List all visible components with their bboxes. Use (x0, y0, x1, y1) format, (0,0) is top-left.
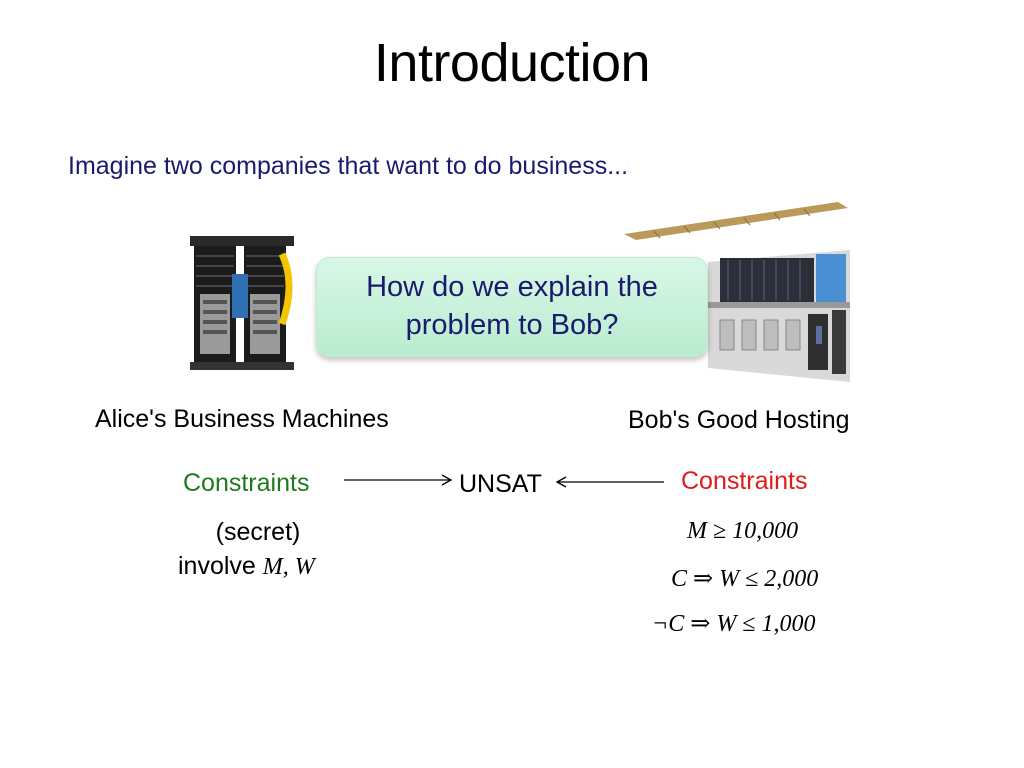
left-arrow-icon (555, 476, 664, 488)
bob-constraint-1: M ≥ 10,000 (687, 518, 799, 544)
involve-variables: M, W (262, 554, 315, 580)
involve-text: involve (178, 552, 256, 580)
alice-constraints-label: Constraints (183, 469, 310, 497)
datacenter-image (624, 202, 850, 382)
unsat-label: UNSAT (459, 470, 542, 498)
server-rack-image (190, 236, 294, 370)
bob-company-label: Bob's Good Hosting (628, 406, 850, 434)
bob-constraint-2: C ⇒ W ≤ 2,000 (671, 566, 819, 592)
bob-constraint-3: ¬C ⇒ W ≤ 1,000 (652, 611, 816, 637)
callout-text: How do we explain the problem to Bob? (366, 271, 658, 341)
alice-company-label: Alice's Business Machines (95, 405, 389, 433)
slide-title: Introduction (373, 33, 651, 93)
involve-line: involve M, W (178, 552, 315, 581)
right-arrow-icon (344, 474, 453, 486)
intro-text: Imagine two companies that want to do bu… (68, 152, 629, 180)
secret-label: (secret) (215, 518, 301, 546)
bob-constraints-label: Constraints (681, 467, 808, 495)
callout-box: How do we explain the problem to Bob? (316, 257, 708, 357)
